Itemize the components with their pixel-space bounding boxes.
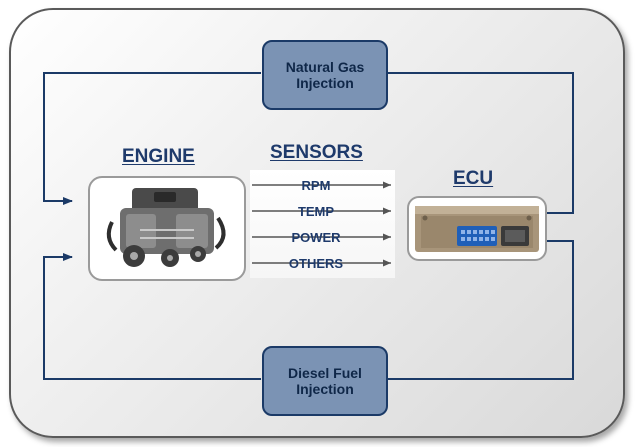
sensors-heading: SENSORS [270, 142, 363, 163]
engine-illustration [104, 184, 230, 274]
diesel-fuel-injection-box: Diesel Fuel Injection [262, 346, 388, 416]
connector-diesel-fuel-to-engine [43, 253, 261, 380]
sensor-signal-others: OTHERS [288, 256, 344, 271]
engine-heading: ENGINE [122, 146, 195, 167]
sensor-signal-temp: TEMP [297, 204, 335, 219]
sensor-arrows [252, 181, 391, 267]
natural-gas-injection-box: Natural Gas Injection [262, 40, 388, 110]
diesel-fuel-injection-line2: Injection [296, 381, 354, 397]
natural-gas-injection-line1: Natural Gas [285, 59, 365, 75]
sensor-signal-power: POWER [291, 230, 341, 245]
connector-natural-gas-to-engine [43, 72, 261, 205]
ecu-illustration [415, 206, 539, 252]
ecu-heading: ECU [453, 168, 494, 189]
ecu-image [407, 196, 547, 261]
natural-gas-injection-line2: Injection [296, 75, 354, 91]
engine-image [88, 176, 246, 281]
connector-ecu-to-natural-gas [385, 72, 574, 214]
diesel-fuel-injection-line1: Diesel Fuel [288, 365, 362, 381]
connector-ecu-to-diesel-fuel [385, 240, 574, 380]
sensor-signal-rpm: RPM [301, 178, 331, 193]
sensors-panel: RPM TEMP POWER OTHERS [250, 170, 395, 278]
